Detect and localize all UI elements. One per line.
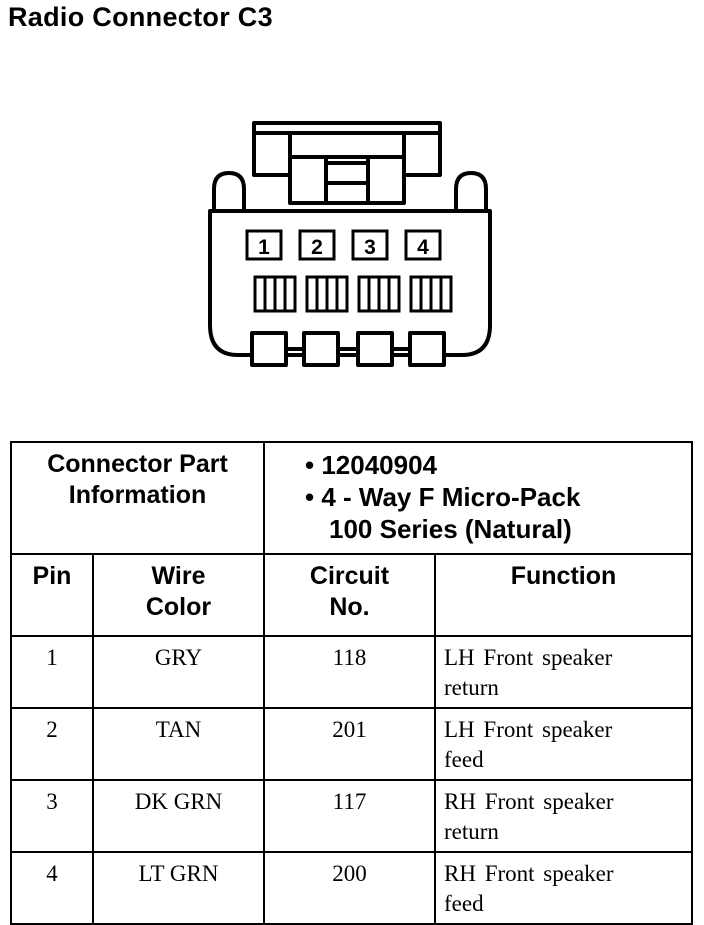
pin-label: 4 — [417, 236, 429, 259]
wire-color-cell: DK GRN — [92, 779, 265, 853]
wire-color-header: Wire Color — [92, 553, 265, 637]
table-row: 4 LT GRN 200 RH Front speaker feed — [10, 851, 693, 925]
wire-color-cell: LT GRN — [92, 851, 265, 925]
function-cell: RH Front speaker return — [434, 779, 693, 853]
function-cell: RH Front speaker feed — [434, 851, 693, 925]
pin-label-boxes: 1 2 3 4 — [245, 229, 442, 261]
pin-cell: 4 — [10, 851, 94, 925]
circuit-cell: 200 — [263, 851, 436, 925]
function-cell: LH Front speaker feed — [434, 707, 693, 781]
circuit-cell: 201 — [263, 707, 436, 781]
table-row: 3 DK GRN 117 RH Front speaker return — [10, 779, 693, 853]
part-series: 100 Series (Natural) — [329, 514, 572, 544]
part-number: • 12040904 — [305, 450, 438, 480]
pin-label: 1 — [258, 236, 270, 259]
connector-info-table: Connector Part Information • 12040904 • … — [10, 441, 693, 925]
pin-cell: 1 — [10, 635, 94, 709]
table-row: 2 TAN 201 LH Front speaker feed — [10, 707, 693, 781]
circuit-cell: 118 — [263, 635, 436, 709]
function-header: Function — [434, 553, 693, 637]
part-info-row: Connector Part Information • 12040904 • … — [10, 441, 693, 555]
part-info-label: Connector Part Information — [10, 441, 265, 555]
column-header-row: Pin Wire Color Circuit No. Function — [10, 553, 693, 637]
part-description: • 4 - Way F Micro-Pack — [305, 482, 581, 512]
circuit-cell: 117 — [263, 779, 436, 853]
function-cell: LH Front speaker return — [434, 635, 693, 709]
pin-label: 2 — [311, 236, 323, 259]
wire-color-cell: TAN — [92, 707, 265, 781]
pin-header: Pin — [10, 553, 94, 637]
pin-label: 3 — [364, 236, 376, 259]
diagram-title: Radio Connector C3 — [8, 2, 273, 32]
pin-cell: 3 — [10, 779, 94, 853]
wire-color-cell: GRY — [92, 635, 265, 709]
part-info-values: • 12040904 • 4 - Way F Micro-Pack 100 Se… — [263, 441, 693, 555]
circuit-header: Circuit No. — [263, 553, 436, 637]
connector-face-drawing: 1 2 3 4 — [208, 121, 492, 367]
table-row: 1 GRY 118 LH Front speaker return — [10, 635, 693, 709]
terminal-cavities — [253, 275, 453, 313]
pin-cell: 2 — [10, 707, 94, 781]
